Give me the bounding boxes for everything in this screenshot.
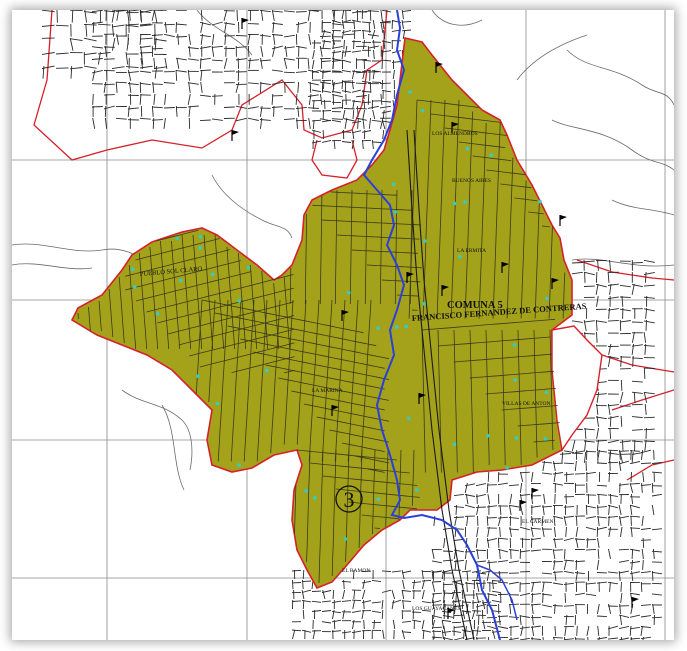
point-marker: [544, 390, 549, 395]
flag-icon: [531, 488, 539, 499]
point-markers: [131, 90, 549, 541]
point-marker: [423, 239, 427, 243]
point-marker: [404, 324, 409, 329]
point-marker: [458, 254, 462, 259]
landmark-icons: [231, 18, 639, 619]
point-marker: [538, 199, 542, 204]
point-marker: [376, 326, 381, 331]
point-marker: [343, 537, 348, 541]
river-branch: [476, 564, 518, 621]
point-marker: [131, 267, 135, 272]
excluded-area: [551, 325, 603, 452]
flag-icon: [418, 393, 426, 404]
flag-icon: [551, 278, 559, 289]
point-marker: [237, 299, 241, 303]
point-marker: [514, 436, 519, 440]
comuna-number-badge: 3: [335, 485, 363, 513]
point-marker: [178, 278, 183, 283]
point-marker: [198, 234, 203, 239]
comuna-street-network: [77, 99, 566, 584]
flag-icon: [559, 215, 567, 226]
point-marker: [198, 246, 202, 250]
label-villas-de-anton: VILLAS DE ANTON: [502, 401, 551, 407]
point-marker: [486, 433, 490, 438]
flag-icon: [451, 122, 459, 133]
point-marker: [175, 236, 179, 241]
point-marker: [512, 343, 517, 347]
point-marker: [420, 108, 425, 113]
point-marker: [452, 201, 457, 206]
flag-icon: [435, 62, 443, 73]
point-marker: [246, 266, 251, 270]
point-marker: [543, 437, 548, 441]
comuna-map: COMUNA 5 FRANCISCO FERNANDEZ DE CONTRERA…: [12, 10, 674, 640]
flag-icon: [519, 500, 527, 511]
point-marker: [513, 378, 517, 382]
comuna-title-line1: COMUNA 5: [447, 300, 503, 311]
point-marker: [391, 182, 396, 187]
point-marker: [237, 463, 241, 467]
flag-icon: [501, 262, 509, 273]
flag-icon: [341, 310, 349, 321]
point-marker: [215, 401, 220, 406]
main-road: [406, 129, 475, 640]
comuna-area[interactable]: [70, 37, 573, 590]
flag-icon: [447, 608, 455, 619]
point-marker: [394, 325, 399, 329]
flag-icon: [441, 285, 449, 296]
point-marker: [465, 146, 470, 151]
point-marker: [408, 90, 412, 94]
point-marker: [132, 285, 137, 289]
point-marker: [489, 153, 494, 157]
label-el-carmen: EL CARMEN: [522, 519, 553, 525]
point-marker: [415, 488, 419, 492]
point-marker: [155, 311, 160, 316]
label-buenos-aires: BUENOS AIRES: [452, 178, 491, 184]
label-la-marina: LA MARINA: [312, 388, 343, 394]
point-marker: [407, 416, 411, 421]
point-marker: [505, 466, 510, 470]
point-marker: [463, 200, 467, 204]
label-south: LOS GUAYACANES: [412, 606, 461, 612]
river: [362, 10, 501, 640]
point-marker: [313, 496, 317, 500]
point-marker: [393, 210, 398, 214]
flag-icon: [331, 405, 339, 416]
point-marker: [422, 302, 426, 306]
point-marker: [452, 442, 457, 447]
flag-icon: [631, 597, 639, 608]
point-marker: [545, 296, 549, 301]
point-marker: [376, 497, 381, 502]
point-marker: [347, 291, 351, 295]
flag-icon: [231, 130, 239, 141]
point-marker: [196, 374, 200, 379]
map-frame: COMUNA 5 FRANCISCO FERNANDEZ DE CONTRERA…: [12, 10, 674, 640]
point-marker: [265, 368, 269, 373]
neighbor-boundaries: [33, 10, 674, 481]
flag-icon: [241, 18, 249, 29]
label-el-ramon: EL RAMON: [342, 568, 370, 574]
flag-icon: [406, 272, 414, 283]
label-los-almendros: LOS ALMENDROS: [432, 131, 478, 137]
point-marker: [304, 488, 309, 493]
label-la-ermita: LA ERMITA: [457, 248, 486, 254]
point-marker: [210, 272, 215, 277]
comuna-number: 3: [344, 487, 355, 512]
